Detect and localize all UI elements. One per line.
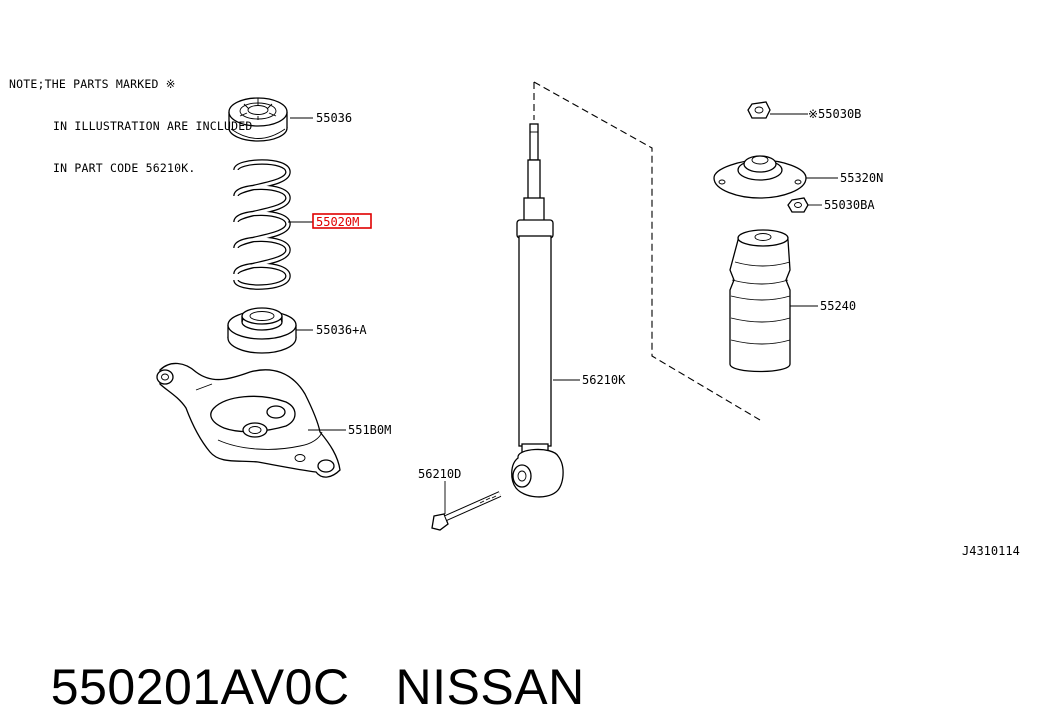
assembly-dashed-outline: [533, 81, 761, 421]
part-number: 550201AV0C: [50, 659, 350, 715]
label-bolt[interactable]: 56210D: [418, 467, 461, 481]
top-nut[interactable]: [747, 101, 771, 119]
label-bound-bumper[interactable]: 55240: [820, 299, 856, 313]
note-line-3: IN PART CODE 56210K.: [53, 161, 196, 175]
strut-mount[interactable]: [713, 155, 807, 199]
diagram-code: J4310114: [962, 544, 1020, 558]
shock-absorber[interactable]: [511, 123, 564, 498]
note-line-1: NOTE;THE PARTS MARKED ※: [9, 77, 176, 91]
note-line-2: IN ILLUSTRATION ARE INCLUDED: [53, 119, 253, 133]
highlight-box: [312, 213, 372, 229]
label-shock[interactable]: 56210K: [582, 373, 626, 387]
parts-diagram: 55036 55020M 55036+A 551B0M 56210K 56210…: [156, 81, 1020, 558]
coil-spring[interactable]: [233, 159, 291, 290]
lower-spring-seat[interactable]: [227, 307, 297, 354]
leader-lines: [288, 113, 838, 514]
brand-name: NISSAN: [395, 659, 585, 715]
lower-link-arm[interactable]: [156, 362, 341, 478]
label-lower-seat[interactable]: 55036+A: [316, 323, 367, 337]
bound-bumper[interactable]: [729, 229, 791, 373]
part-number-footer: 550201AV0C NISSAN: [22, 597, 585, 717]
label-upper-seat[interactable]: 55036: [316, 111, 352, 125]
bolt[interactable]: [431, 491, 502, 531]
label-top-nut[interactable]: ※55030B: [808, 107, 861, 121]
label-spring[interactable]: 55020M: [316, 215, 359, 229]
side-nut[interactable]: [787, 197, 809, 213]
label-side-nut[interactable]: 55030BA: [824, 198, 875, 212]
label-link[interactable]: 551B0M: [348, 423, 391, 437]
upper-spring-seat[interactable]: [228, 97, 288, 142]
parts-note: NOTE;THE PARTS MARKED ※ IN ILLUSTRATION …: [9, 49, 252, 189]
label-mount[interactable]: 55320N: [840, 171, 883, 185]
